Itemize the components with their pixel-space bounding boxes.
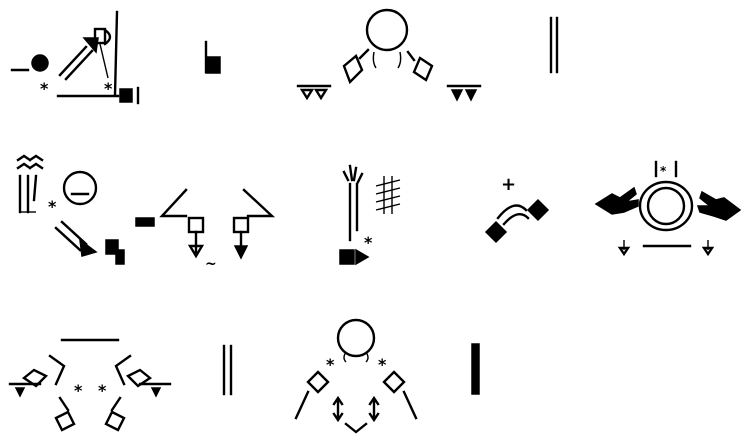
svg-text:*: * bbox=[364, 233, 373, 252]
svg-text:*: * bbox=[40, 79, 49, 98]
notation-sign-1: * * bbox=[12, 12, 138, 103]
notation-sign-9: * * bbox=[10, 340, 170, 430]
svg-text:*: * bbox=[660, 164, 667, 178]
notation-sign-4 bbox=[551, 18, 557, 72]
svg-text:*: * bbox=[48, 197, 57, 216]
notation-sign-7: + bbox=[486, 174, 548, 242]
svg-text:~: ~ bbox=[205, 256, 217, 272]
notation-sign-6: * bbox=[340, 166, 400, 264]
notation-sign-12 bbox=[472, 344, 479, 394]
svg-text:+: + bbox=[501, 174, 516, 195]
notation-sign-10 bbox=[224, 346, 231, 394]
notation-sign-8: * bbox=[596, 162, 740, 254]
notation-sign-5: * ~ bbox=[18, 156, 272, 272]
notation-sign-3 bbox=[298, 10, 480, 100]
svg-text:*: * bbox=[378, 355, 387, 374]
notation-sign-2 bbox=[206, 42, 220, 73]
svg-text:*: * bbox=[74, 381, 83, 400]
svg-text:*: * bbox=[326, 355, 335, 374]
svg-text:*: * bbox=[98, 381, 107, 400]
notation-sign-11: * * bbox=[296, 320, 416, 432]
